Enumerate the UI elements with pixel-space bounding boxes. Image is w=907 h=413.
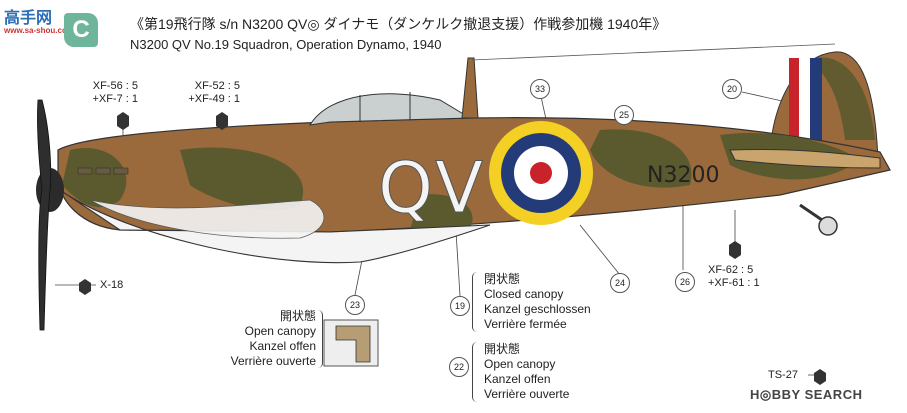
canopy-note-jp: 開状態 — [484, 342, 521, 356]
page-title-jp: 《第19飛行隊 s/n N3200 QV◎ ダイナモ（ダンケルク撤退支援）作戦参… — [130, 16, 667, 32]
paint-callout-line-1: XF-62 : 5 — [708, 264, 754, 276]
canopy-note-closed: 閉状態 Closed canopy Kanzel geschlossen Ver… — [484, 272, 591, 332]
logo-subtext: www.sa-shou.com — [4, 26, 74, 35]
bracket — [318, 310, 323, 368]
decal-number-20: 20 — [722, 79, 742, 99]
site-logo: 高手网 www.sa-shou.com — [4, 4, 74, 35]
canopy-note-jp: 開状態 — [279, 309, 316, 323]
canopy-note-en: Open canopy — [244, 324, 316, 338]
watermark: H◎BBY SEARCH — [750, 387, 862, 403]
decal-number-23: 23 — [345, 295, 365, 315]
decal-number-19: 19 — [450, 296, 470, 316]
paint-callout-forward: XF-56 : 5 +XF-7 : 1 — [86, 80, 138, 106]
page-title-en: N3200 QV No.19 Squadron, Operation Dynam… — [130, 37, 442, 52]
canopy-note-fr: Verrière fermée — [484, 317, 567, 331]
watermark-hobby: H◎BBY — [750, 387, 801, 402]
canopy-note-de: Kanzel geschlossen — [484, 302, 591, 316]
canopy-note-jp: 閉状態 — [484, 272, 521, 286]
scheme-letter-badge: C — [64, 13, 98, 47]
canopy-note-de: Kanzel offen — [249, 339, 317, 353]
canopy-note-fr: Verrière ouverte — [484, 387, 570, 401]
canopy-note-fr: Verrière ouverte — [230, 354, 316, 368]
paint-callout-rear: XF-62 : 5 +XF-61 : 1 — [708, 264, 760, 290]
paint-callout-tailwheel: TS-27 — [768, 369, 798, 381]
squadron-code-letters: QV — [378, 147, 485, 229]
decal-number-22: 22 — [449, 357, 469, 377]
decal-number-25: 25 — [614, 105, 634, 125]
paint-callout-propeller: X-18 — [100, 279, 124, 291]
paint-callout-line-2: +XF-61 : 1 — [708, 277, 760, 289]
bracket — [472, 272, 477, 332]
paint-callout-line-2: +XF-49 : 1 — [188, 93, 240, 105]
canopy-note-left: 開状態 Open canopy Kanzel offen Verrière ou… — [220, 309, 316, 369]
paint-callout-mid: XF-52 : 5 +XF-49 : 1 — [186, 80, 240, 106]
decal-number-33: 33 — [530, 79, 550, 99]
canopy-note-en: Open canopy — [484, 357, 556, 371]
logo-text: 高手网 — [4, 10, 53, 27]
paint-callout-line-1: XF-56 : 5 — [92, 80, 138, 92]
watermark-search: SEARCH — [804, 387, 863, 402]
paint-callout-line-1: XF-52 : 5 — [194, 80, 240, 92]
decal-number-26: 26 — [675, 272, 695, 292]
paint-callout-line-2: +XF-7 : 1 — [92, 93, 138, 105]
serial-number: N3200 — [647, 163, 720, 188]
canopy-note-de: Kanzel offen — [484, 372, 551, 386]
bracket — [472, 342, 477, 402]
canopy-note-open: 開状態 Open canopy Kanzel offen Verrière ou… — [484, 342, 569, 402]
canopy-note-en: Closed canopy — [484, 287, 564, 301]
decal-number-24: 24 — [610, 273, 630, 293]
